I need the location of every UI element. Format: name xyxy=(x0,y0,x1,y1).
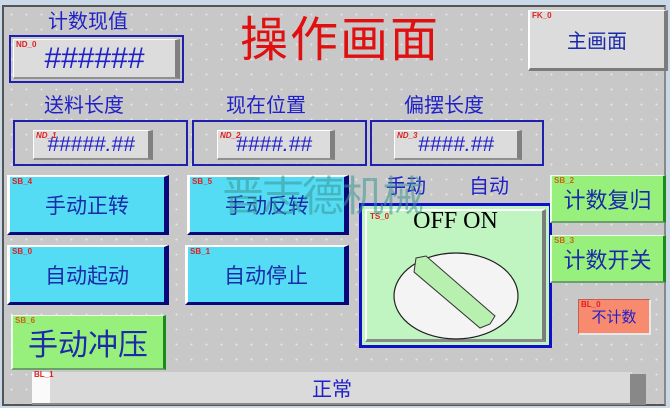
page-title: 操作画面 xyxy=(240,12,441,68)
counter-tag: ND_0 xyxy=(16,40,37,49)
current-position-value: ####.## xyxy=(236,132,312,156)
swing-length-display[interactable]: ND_3 ####.## xyxy=(394,130,522,160)
manual-reverse-button[interactable]: SB_5 手动反转 xyxy=(187,175,349,235)
home-button-tag: FK_0 xyxy=(532,11,552,20)
auto-stop-button[interactable]: SB_1 自动停止 xyxy=(185,245,349,305)
swing-length-tag: ND_3 xyxy=(397,131,418,140)
count-reset-tag: SB_2 xyxy=(554,176,575,185)
current-position-frame: ND_2 ####.## xyxy=(192,120,367,166)
auto-start-label: 自动起动 xyxy=(45,263,129,288)
current-position-label: 现在位置 xyxy=(226,93,306,117)
count-switch-button[interactable]: SB_3 计数开关 xyxy=(550,235,666,283)
manual-punch-button[interactable]: SB_6 手动冲压 xyxy=(11,315,166,370)
mode-manual-label: 手动 xyxy=(386,174,426,198)
feed-length-display[interactable]: ND_1 #####.## xyxy=(33,130,153,160)
status-text: 正常 xyxy=(312,377,352,401)
swing-length-value: ####.## xyxy=(418,132,494,156)
status-lamp-tag: BL_1 xyxy=(34,370,54,379)
swing-length-frame: ND_3 ####.## xyxy=(370,120,544,166)
current-position-display[interactable]: ND_2 ####.## xyxy=(217,130,335,160)
counter-value: ###### xyxy=(44,41,145,75)
no-count-lamp: BL_0 不计数 xyxy=(578,299,651,335)
manual-reverse-label: 手动反转 xyxy=(225,193,309,218)
count-reset-button[interactable]: SB_2 计数复归 xyxy=(550,175,666,223)
counter-label: 计数现值 xyxy=(48,9,128,33)
rotary-knob-icon xyxy=(393,252,519,340)
counter-frame: ND_0 ###### xyxy=(9,35,184,83)
feed-length-tag: ND_1 xyxy=(36,131,57,140)
mode-switch-tag: TS_0 xyxy=(370,212,390,221)
feed-length-value: #####.## xyxy=(47,132,135,156)
manual-punch-tag: SB_6 xyxy=(15,316,36,325)
auto-stop-label: 自动停止 xyxy=(224,263,308,288)
manual-forward-button[interactable]: SB_4 手动正转 xyxy=(7,175,169,235)
count-switch-tag: SB_3 xyxy=(554,236,575,245)
status-bar-end-cap xyxy=(630,374,646,405)
current-position-tag: ND_2 xyxy=(220,131,241,140)
count-switch-label: 计数开关 xyxy=(563,248,652,274)
hmi-screen: 计数现值 ND_0 ###### 操作画面 FK_0 主画面 送料长度 ND_1… xyxy=(2,5,668,406)
switch-bevel xyxy=(365,209,546,342)
auto-stop-tag: SB_1 xyxy=(190,247,211,256)
no-count-lamp-label: 不计数 xyxy=(591,308,637,326)
counter-display[interactable]: ND_0 ###### xyxy=(13,39,180,79)
swing-length-label: 偏摆长度 xyxy=(404,93,484,117)
manual-punch-label: 手动冲压 xyxy=(28,328,148,363)
mode-selector-switch[interactable]: TS_0 OFF ON xyxy=(359,203,552,348)
feed-length-label: 送料长度 xyxy=(44,93,124,117)
feed-length-frame: ND_1 #####.## xyxy=(13,120,188,166)
manual-reverse-tag: SB_5 xyxy=(192,177,213,186)
home-button-label: 主画面 xyxy=(567,29,627,53)
count-reset-label: 计数复归 xyxy=(563,188,652,214)
no-count-lamp-tag: BL_0 xyxy=(581,300,601,309)
auto-start-button[interactable]: SB_0 自动起动 xyxy=(7,245,169,305)
switch-state-text: OFF ON xyxy=(413,208,498,234)
auto-start-tag: SB_0 xyxy=(12,247,33,256)
manual-forward-tag: SB_4 xyxy=(12,177,33,186)
status-lamp-indicator xyxy=(32,372,50,403)
status-lamp-bar: BL_1 正常 xyxy=(32,370,646,405)
mode-auto-label: 自动 xyxy=(469,174,509,198)
home-screen-button[interactable]: FK_0 主画面 xyxy=(528,10,668,71)
manual-forward-label: 手动正转 xyxy=(45,193,129,218)
